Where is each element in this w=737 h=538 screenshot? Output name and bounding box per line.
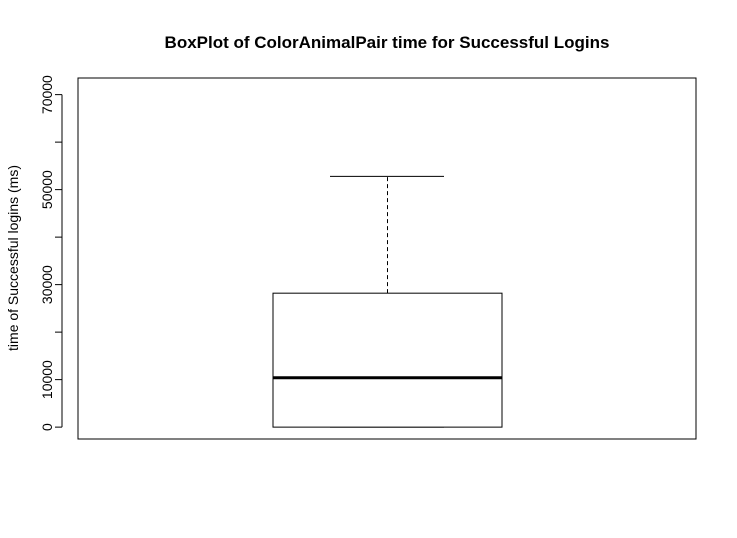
plot-frame xyxy=(77,77,697,440)
y-tick-label: 50000 xyxy=(39,170,55,209)
y-tick-label: 30000 xyxy=(39,265,55,304)
y-tick-label: 0 xyxy=(39,423,55,431)
y-axis-label: time of Successful logins (ms) xyxy=(5,165,21,351)
iqr-box xyxy=(272,292,503,428)
y-tick-label: 10000 xyxy=(39,360,55,399)
y-axis: 0 10000 30000 50000 70000 xyxy=(39,75,63,431)
box-plot xyxy=(272,175,503,428)
y-tick-label: 70000 xyxy=(39,75,55,114)
chart-title: BoxPlot of ColorAnimalPair time for Succ… xyxy=(165,33,610,52)
